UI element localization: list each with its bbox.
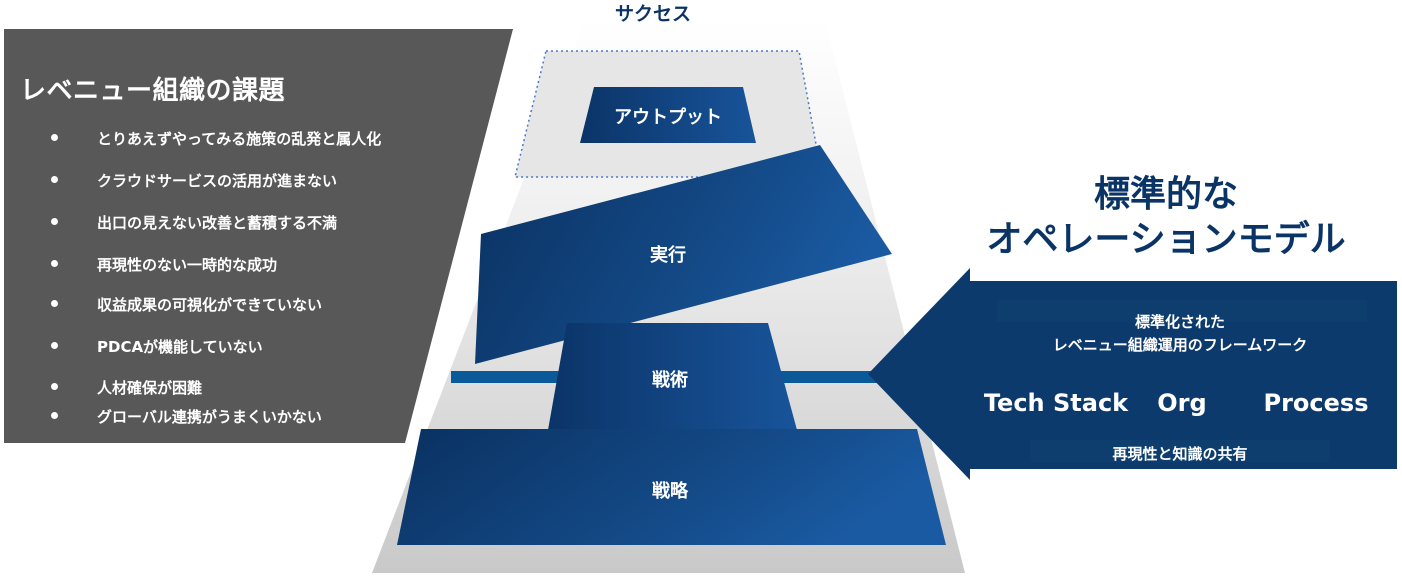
issue-item-text: 再現性のない一時的な成功 (97, 256, 278, 274)
bullet-icon (51, 412, 58, 419)
operation-model-title-line2: オペレーションモデル (986, 219, 1346, 260)
framework-line2: レベニュー組織運用のフレームワーク (1052, 336, 1308, 354)
framework-band (997, 300, 1367, 322)
bullet-icon (51, 300, 58, 307)
bullet-icon (51, 383, 58, 390)
bullet-icon (51, 218, 58, 225)
strategy-block (397, 429, 946, 545)
issue-item-text: とりあえずやってみる施策の乱発と属人化 (97, 130, 382, 148)
strategy-label: 戦略 (652, 480, 689, 502)
footer-band (1030, 440, 1330, 462)
output-label: アウトプット (614, 106, 722, 128)
bullet-icon (51, 260, 58, 267)
issue-item-text: 人材確保が困難 (97, 379, 203, 397)
framework-line1: 標準化された (1134, 313, 1225, 331)
tactics-block (548, 323, 797, 430)
issues-panel-bg (4, 29, 513, 443)
issue-item-text: 収益成果の可視化ができていない (97, 296, 323, 314)
operation-model-title-line1: 標準的な (1093, 174, 1238, 215)
framework-footer: 再現性と知識の共有 (1112, 445, 1248, 463)
pillar-process: Process (1263, 389, 1369, 417)
bullet-icon (51, 134, 58, 141)
issues-panel-title: レベニュー組織の課題 (20, 76, 286, 106)
tactics-label: 戦術 (652, 369, 688, 391)
output-box (580, 87, 756, 143)
bullet-icon (51, 176, 58, 183)
issue-item-text: クラウドサービスの活用が進まない (97, 172, 338, 190)
issue-item-text: PDCAが機能していない (97, 338, 263, 356)
execution-block (475, 145, 892, 364)
issue-item-text: グローバル連携がうまくいかない (97, 408, 322, 426)
issue-item-text: 出口の見えない改善と蓄積する不満 (97, 214, 338, 232)
bullet-icon (51, 342, 58, 349)
execution-label: 実行 (650, 244, 686, 266)
pillar-org: Org (1157, 389, 1207, 417)
success-label: サクセス (615, 3, 691, 25)
pillar-tech-stack: Tech Stack (983, 389, 1129, 417)
